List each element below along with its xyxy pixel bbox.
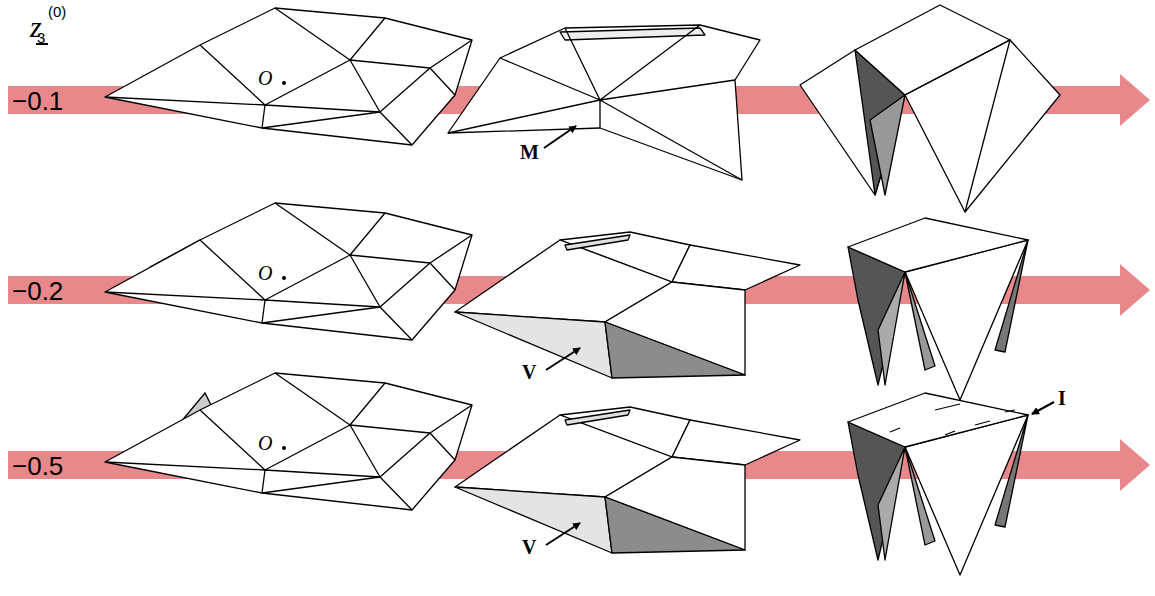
subscript: 3 [37,30,45,45]
band-value: −0.2 [12,278,63,304]
point-label: O [258,433,272,453]
fold-label: V [522,537,536,557]
band-value: −0.1 [12,88,63,114]
point-label: O [258,68,272,88]
superscript: (0) [48,4,66,19]
fold-label: M [520,142,539,162]
band-value: −0.5 [12,453,63,479]
fold-label: I [1058,388,1066,408]
fold-label: V [522,362,536,382]
point-label: O [258,263,272,283]
